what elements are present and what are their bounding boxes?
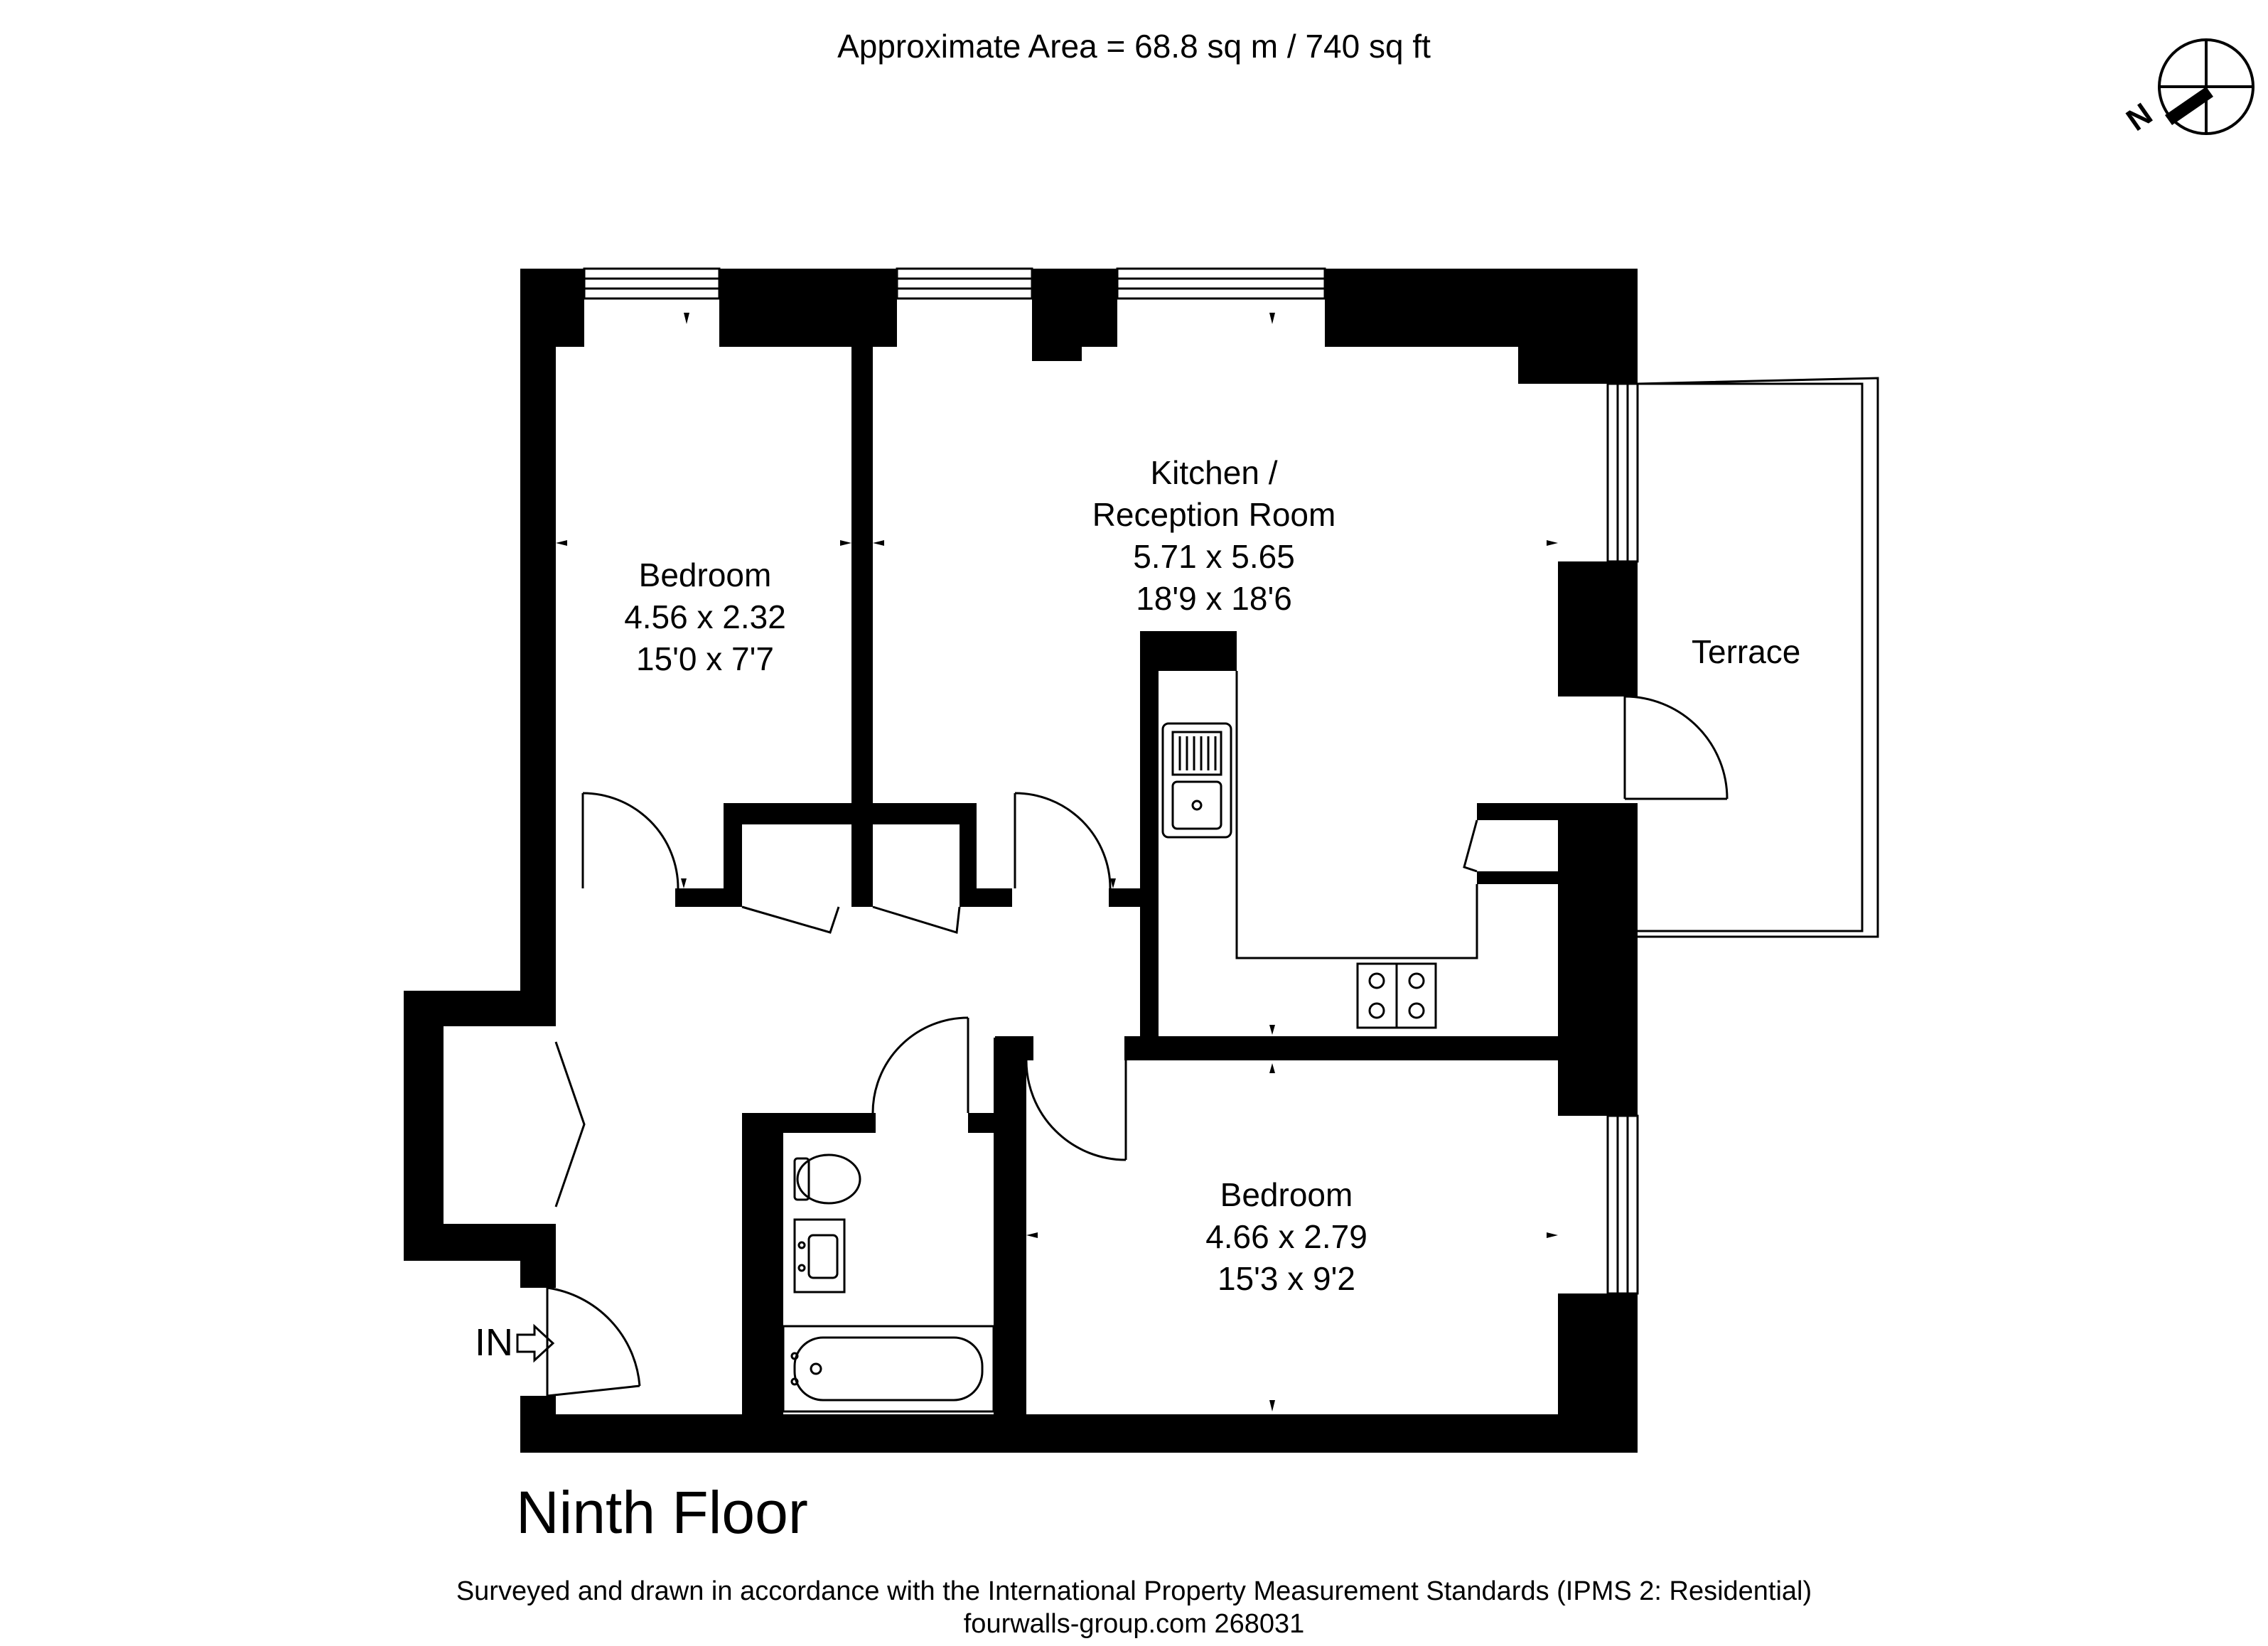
basin-icon <box>793 1218 846 1293</box>
toilet-icon <box>793 1153 861 1205</box>
terrace-outline <box>1637 377 1879 938</box>
doors <box>546 695 1729 1397</box>
room-size-metric: 4.56 x 2.32 <box>624 598 786 635</box>
compass-icon: N <box>2120 38 2254 138</box>
area-summary: Approximate Area = 68.8 sq m / 740 sq ft <box>837 28 1431 65</box>
room-size-imperial: 15'3 x 9'2 <box>1217 1260 1356 1297</box>
hob-icon <box>1356 962 1437 1029</box>
walls <box>404 269 1638 1453</box>
floor-title: Ninth Floor <box>516 1479 808 1546</box>
footer-ipms-note: Surveyed and drawn in accordance with th… <box>456 1576 1812 1606</box>
room-label-kitchen-reception: Kitchen / Reception Room 5.71 x 5.65 18'… <box>1092 452 1336 620</box>
compass-north-label: N <box>2120 97 2159 138</box>
room-size-imperial: 15'0 x 7'7 <box>635 640 775 677</box>
room-size-imperial: 18'9 x 18'6 <box>1136 580 1292 617</box>
room-name-line1: Kitchen / <box>1150 454 1278 491</box>
room-name: Bedroom <box>1220 1176 1353 1213</box>
kitchen-counter-outline <box>1235 671 1478 959</box>
windows <box>583 267 1639 1295</box>
footer-reference: fourwalls-group.com 268031 <box>963 1609 1305 1639</box>
kitchen-sink-icon <box>1161 722 1232 839</box>
room-label-terrace: Terrace <box>1692 633 1801 670</box>
room-size-metric: 5.71 x 5.65 <box>1133 538 1295 575</box>
room-name: Bedroom <box>638 556 772 593</box>
bathtub-icon <box>782 1325 995 1413</box>
entrance-arrow-icon <box>516 1323 555 1363</box>
room-label-bedroom-1: Bedroom 4.56 x 2.32 15'0 x 7'7 <box>624 554 786 680</box>
room-label-bedroom-2: Bedroom 4.66 x 2.79 15'3 x 9'2 <box>1205 1174 1367 1300</box>
room-name-line2: Reception Room <box>1092 496 1336 533</box>
room-size-metric: 4.66 x 2.79 <box>1205 1218 1367 1255</box>
dimension-markers <box>556 313 1558 1411</box>
entrance-label: IN <box>475 1321 513 1364</box>
